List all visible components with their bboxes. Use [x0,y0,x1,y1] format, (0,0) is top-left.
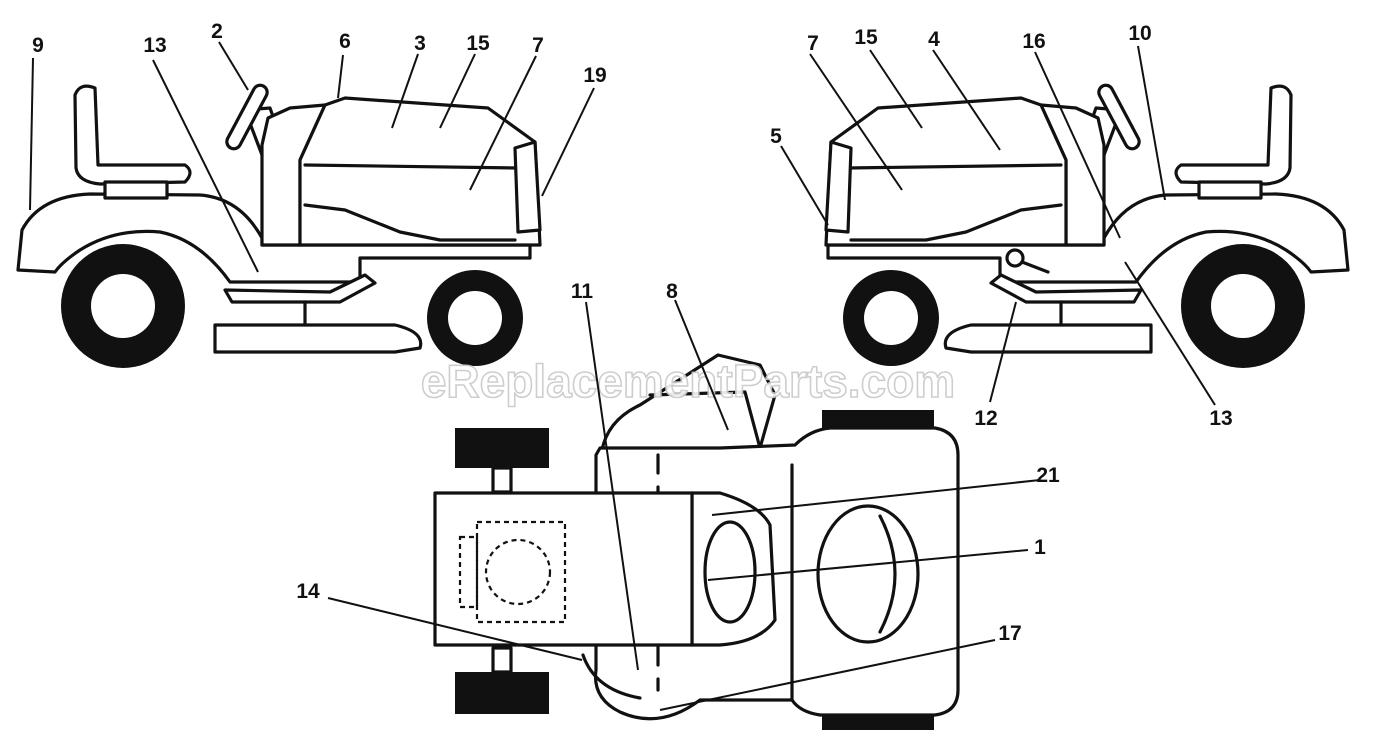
right-side-view [824,83,1350,368]
top-seat-outline [475,520,567,624]
leader-lines [29,41,1216,711]
right-hood-crease [846,163,1063,170]
leader-7-left [469,55,537,191]
top-rear-left-tire [455,428,549,468]
callout-15-left: 15 [466,32,490,55]
left-seat [73,84,192,186]
callout-labels: 9 13 2 6 3 15 7 19 7 15 4 16 10 5 12 13 … [32,20,1233,645]
top-seat-tab [458,535,479,609]
right-mower-deck [943,323,1153,354]
leader-21 [711,479,1041,516]
leader-19 [541,87,595,197]
leader-7-right [809,53,903,191]
callout-19: 19 [583,64,606,87]
left-steering-wheel [225,83,269,151]
top-deck-curve [581,653,642,700]
callout-21: 21 [1036,464,1060,487]
callout-2: 2 [211,20,223,43]
callout-6: 6 [339,30,351,53]
callout-17: 17 [998,622,1021,645]
callout-7-left: 7 [532,34,544,57]
leader-5 [780,145,829,226]
top-hood-oval-inner [878,514,897,634]
left-body-outline [16,192,532,284]
left-hood-crease [303,163,520,170]
top-seat-circle [484,538,552,606]
left-grille [513,140,542,234]
right-lever-knob [1005,248,1025,268]
leader-2 [218,41,249,91]
callout-13-left: 13 [143,34,166,57]
leader-14 [327,597,583,661]
leader-4 [932,49,1001,151]
callout-1: 1 [1034,536,1046,559]
leader-17 [659,639,996,711]
top-rear-axle-left [491,466,513,494]
right-seat [1174,84,1293,186]
callout-16: 16 [1022,30,1045,53]
leader-6 [337,54,344,99]
top-rear-right-tire [455,672,549,714]
leader-11 [585,301,639,671]
leader-3 [391,53,419,129]
callout-7-right: 7 [807,32,819,55]
right-hood [824,96,1068,247]
left-mower-deck [213,323,423,354]
right-lever [1020,260,1050,274]
leader-16 [1034,51,1121,239]
callout-8: 8 [666,280,678,303]
top-steering-wheel [703,520,757,624]
right-seat-base [1197,180,1263,200]
leader-12 [989,301,1017,403]
left-side-view [16,83,542,368]
leader-15-left [439,53,476,129]
right-grille [824,140,853,234]
leader-10 [1137,45,1166,201]
right-footrest [989,273,1143,304]
left-seat-base [103,180,169,200]
callout-15-right: 15 [854,26,878,49]
right-body-outline [826,192,1350,284]
callout-3: 3 [414,32,426,55]
right-hood-panel [849,203,1063,242]
leader-15-right [869,49,923,129]
leader-8 [674,299,729,431]
left-footrest [223,273,377,304]
leader-13-left [152,59,259,273]
watermark: eReplacementParts.com [421,355,955,407]
callout-12: 12 [974,407,997,430]
top-hood-oval [816,504,920,644]
leader-9 [29,57,34,211]
top-chute-edge [648,390,762,450]
leader-1 [707,549,1029,581]
right-steering-wheel [1097,83,1141,151]
right-front-hub [864,291,918,345]
callout-11: 11 [571,280,594,303]
callout-9: 9 [32,34,44,57]
top-view [433,353,960,730]
left-front-hub [448,291,502,345]
callout-4: 4 [928,28,940,51]
left-rear-hub [91,274,155,338]
left-hood-panel [303,203,517,242]
callout-5: 5 [770,125,782,148]
leader-13-right [1124,261,1216,406]
right-rear-hub [1211,274,1275,338]
callout-10: 10 [1128,22,1151,45]
callout-14: 14 [296,580,320,603]
callout-13-right: 13 [1209,407,1232,430]
left-hood [298,96,542,247]
top-rear-axle-right [491,646,513,674]
